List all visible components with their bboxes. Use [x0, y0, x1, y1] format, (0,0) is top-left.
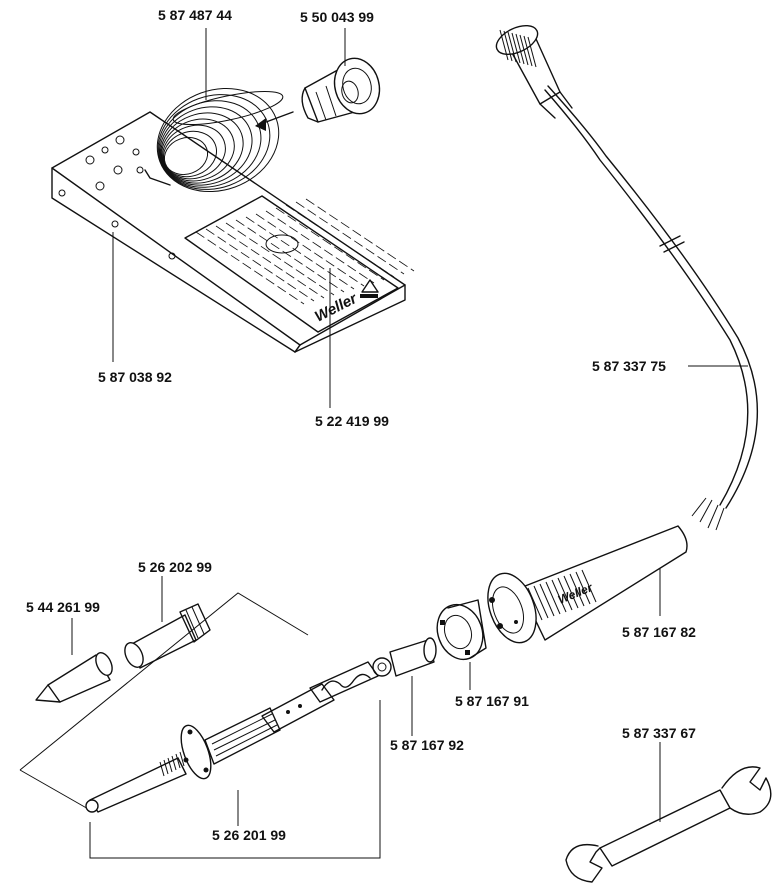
- spring-coil: [162, 124, 226, 180]
- spring-coil: [159, 106, 253, 186]
- grip-line: [569, 573, 585, 607]
- sponge-line: [225, 222, 335, 296]
- connector-rib: [515, 33, 525, 65]
- spring-coil: [161, 118, 235, 182]
- grip-line: [575, 571, 591, 605]
- connector-rib: [527, 36, 537, 68]
- grip-line: [557, 577, 573, 611]
- insulator: [372, 637, 437, 677]
- sponge: [195, 198, 415, 305]
- sponge-line: [265, 210, 375, 284]
- sponge-line: [295, 201, 405, 275]
- label-holder-spring: 5 87 487 44: [158, 7, 232, 23]
- label-handle: 5 87 167 82: [622, 624, 696, 640]
- spring-coil: [157, 94, 271, 190]
- thread-line: [159, 761, 165, 777]
- label-tip: 5 44 261 99: [26, 599, 100, 615]
- connector-rib: [507, 31, 517, 63]
- heating-element: [19, 592, 381, 859]
- sponge-line: [285, 204, 395, 278]
- label-lock-ring: 5 87 167 91: [455, 693, 529, 709]
- thread-line: [175, 753, 181, 769]
- sponge-line: [235, 219, 345, 293]
- connector-rib: [499, 29, 509, 61]
- spring-coil: [163, 136, 209, 176]
- thread-line: [163, 759, 169, 775]
- brand-logo-text: Weller: [312, 290, 361, 326]
- stand-base: Weller: [51, 111, 415, 353]
- sponge-line: [305, 198, 415, 272]
- grip-line: [563, 575, 579, 609]
- spring-coil: [172, 90, 284, 126]
- grip-line: [539, 583, 555, 617]
- connector-rib: [523, 35, 533, 67]
- tip: [35, 652, 113, 703]
- wrench: [565, 766, 772, 883]
- thread-line: [167, 757, 173, 773]
- sponge-line: [245, 216, 355, 290]
- label-stand-base: 5 87 038 92: [98, 369, 172, 385]
- thread-line: [179, 751, 185, 767]
- sleeve: [301, 57, 381, 123]
- label-wrench: 5 87 337 67: [622, 725, 696, 741]
- sponge-line: [255, 213, 365, 287]
- spring-coil: [163, 130, 217, 178]
- sponge-line: [215, 225, 325, 299]
- tip-nut: [124, 603, 211, 669]
- sponge-line: [205, 228, 315, 302]
- cable: [495, 24, 759, 531]
- lock-ring: [436, 599, 487, 661]
- label-insulator: 5 87 167 92: [390, 737, 464, 753]
- connector-rib: [511, 32, 521, 64]
- grip-line: [545, 581, 561, 615]
- connector-rib: [519, 34, 529, 66]
- label-cable: 5 87 337 75: [592, 358, 666, 374]
- grip-line: [533, 585, 549, 619]
- label-tip-nut: 5 26 202 99: [138, 559, 212, 575]
- sponge-line: [195, 231, 305, 305]
- holder-spring: [144, 87, 294, 193]
- label-sponge: 5 22 419 99: [315, 413, 389, 429]
- spring-coil: [160, 112, 244, 184]
- grip-line: [551, 579, 567, 613]
- grip-line: [581, 569, 597, 603]
- grip-line: [527, 587, 543, 621]
- connector-rib: [503, 30, 513, 62]
- leader-lines: [71, 28, 748, 826]
- label-heating-element: 5 26 201 99: [212, 827, 286, 843]
- label-sleeve: 5 50 043 99: [300, 9, 374, 25]
- thread-line: [171, 755, 177, 771]
- sponge-line: [275, 207, 385, 281]
